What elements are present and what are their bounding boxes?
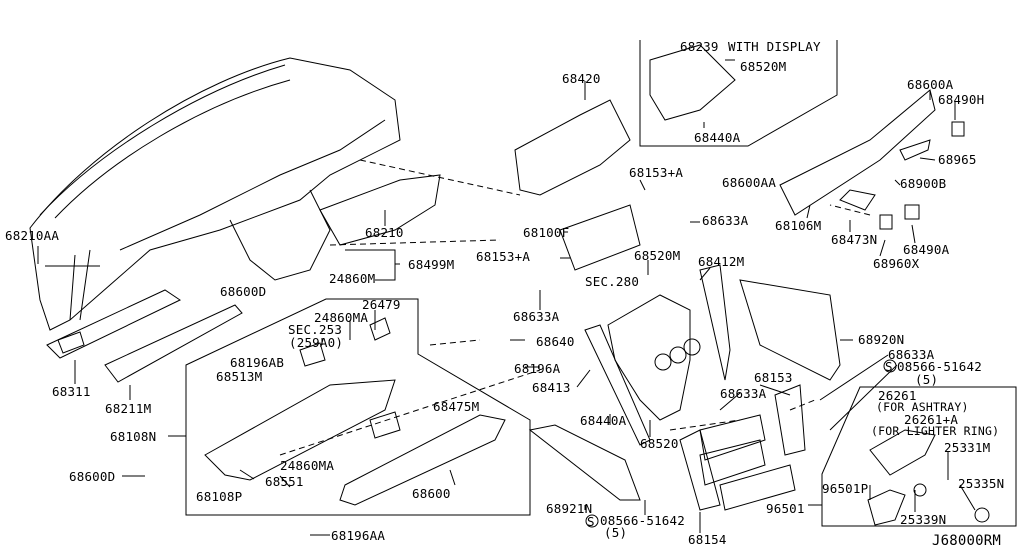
part-label: 68513M [216, 369, 263, 384]
section-reference: SEC.253 [288, 322, 343, 337]
leader-lines [37, 59, 976, 536]
part-label: 68440A [580, 413, 627, 428]
part-label: 68600 [412, 486, 451, 501]
part-label: 26261 [878, 388, 917, 403]
part-label: 68210AA [5, 228, 60, 243]
ashtray-parts [867, 429, 990, 526]
center-cluster-housing [514, 44, 736, 271]
part-label: 68413 [532, 380, 571, 395]
part-label: 68490H [938, 92, 985, 107]
part-label: 68600D [69, 469, 116, 484]
part-label: 08566-51642 [600, 513, 685, 528]
part-label: 68520M [740, 59, 787, 74]
part-label: 68920N [858, 332, 905, 347]
part-label: 68196A [514, 361, 561, 376]
part-label: 68108N [110, 429, 157, 444]
screw-symbol-text: S [885, 359, 893, 374]
quantity-label: (5) [915, 372, 939, 387]
dashboard-panel [29, 57, 401, 331]
with-display-note: WITH DISPLAY [728, 39, 821, 54]
quantity-label: (5) [604, 525, 628, 540]
part-label: 68633A [702, 213, 749, 228]
part-label: 68499M [408, 257, 455, 272]
part-label: 96501P [822, 481, 869, 496]
part-label: 26261+A [904, 412, 959, 427]
part-label: 68420 [562, 71, 601, 86]
part-label: 68600D [220, 284, 267, 299]
part-label: 68600A [907, 77, 954, 92]
part-label: 68900B [900, 176, 947, 191]
part-label: 68106M [775, 218, 822, 233]
part-label: 68440A [694, 130, 741, 145]
part-label: 68520 [640, 436, 679, 451]
part-label: 24860MA [280, 458, 335, 473]
part-label: 68412M [698, 254, 745, 269]
section-reference: (259A0) [289, 335, 344, 350]
part-label: 24860M [329, 271, 376, 286]
group-boxes [185, 40, 1017, 527]
diagram-code: J68000RM [932, 533, 1002, 549]
lower-panels [46, 174, 441, 383]
part-label: 68100F [523, 225, 570, 240]
screw-symbol-text: S [587, 514, 595, 529]
part-label: 68196AB [230, 355, 285, 370]
part-label: 68921N [546, 501, 593, 516]
screw-symbols [585, 359, 897, 528]
part-label: 68154 [688, 532, 727, 547]
part-label: 68153+A [629, 165, 684, 180]
part-label: 68475M [433, 399, 480, 414]
part-label: 68551 [265, 474, 304, 489]
right-console-trim [779, 89, 965, 230]
part-label: 68633A [888, 347, 935, 362]
part-label: 24860MA [314, 310, 369, 325]
part-note: (FOR ASHTRAY) [876, 400, 969, 414]
part-label: 68211M [105, 401, 152, 416]
part-label: 68108P [196, 489, 243, 504]
center-console-parts [528, 264, 841, 511]
part-label: 68520M [634, 248, 681, 263]
part-label: 68490A [903, 242, 950, 257]
part-label: 68600AA [722, 175, 777, 190]
part-label: 68633A [513, 309, 560, 324]
part-note: (FOR LIGHTER RING) [871, 424, 1000, 438]
part-label: 68960X [873, 256, 920, 271]
part-label: 68153+A [476, 249, 531, 264]
part-label: 68196AA [331, 528, 386, 543]
part-label: 25331M [944, 440, 991, 455]
glovebox-assembly [204, 317, 506, 506]
part-label: 96501 [766, 501, 805, 516]
part-label: 68210 [365, 225, 404, 240]
part-label: 68473N [831, 232, 878, 247]
part-label: 68640 [536, 334, 575, 349]
section-reference: SEC.280 [585, 274, 640, 289]
part-label: 68633A [720, 386, 767, 401]
dashed-leaders [50, 159, 871, 456]
part-label: 68311 [52, 384, 91, 399]
part-label: 08566-51642 [897, 359, 982, 374]
part-label: 68153 [754, 370, 793, 385]
part-label: 68239 [680, 39, 719, 54]
part-label: 25339N [900, 512, 947, 527]
part-label: 68965 [938, 152, 977, 167]
part-label: 25335N [958, 476, 1005, 491]
part-label: 26479 [362, 297, 401, 312]
